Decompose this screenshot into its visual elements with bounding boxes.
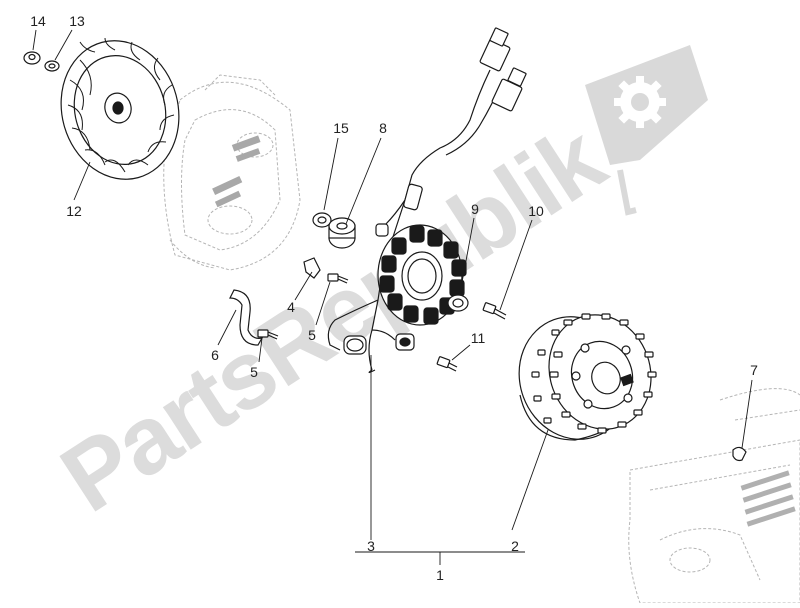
washer-15-part	[312, 212, 332, 228]
washer-10-part	[447, 294, 469, 312]
gear-flag-icon	[585, 45, 708, 216]
cooling-fan-part	[60, 37, 180, 180]
callout-2: 2	[511, 538, 519, 554]
nut-part	[23, 51, 41, 65]
harness-connector-upper	[479, 27, 527, 112]
pulser-coil-part	[343, 333, 415, 355]
callout-5-upper: 5	[308, 327, 316, 343]
engine-block-fins	[740, 470, 796, 527]
callout-15: 15	[333, 120, 349, 136]
callout-6: 6	[211, 347, 219, 363]
clip-part	[229, 289, 264, 346]
callout-3: 3	[367, 538, 375, 554]
callout-13: 13	[69, 13, 85, 29]
screw-lower-part	[257, 329, 279, 340]
callout-7: 7	[750, 362, 758, 378]
leader-lines	[32, 29, 753, 565]
callout-8: 8	[379, 120, 387, 136]
callout-1: 1	[436, 567, 444, 583]
washer-part	[44, 60, 60, 72]
callout-11: 11	[471, 330, 486, 346]
flywheel-rotor-part	[518, 313, 657, 441]
callout-10: 10	[528, 203, 544, 219]
engine-case-ghost	[163, 74, 301, 271]
woodruff-key-part	[732, 446, 747, 462]
callout-5-lower: 5	[250, 364, 258, 380]
grommet-part	[328, 217, 356, 249]
engine-case-vents	[212, 135, 261, 208]
harness-sleeve	[375, 183, 423, 237]
stator-part	[377, 224, 467, 326]
engine-block-ghost	[628, 388, 800, 604]
callout-12: 12	[66, 203, 82, 219]
screw-10-part	[482, 302, 507, 320]
screw-11-part	[436, 356, 458, 372]
bracket-part	[303, 257, 321, 279]
screw-upper-part	[327, 273, 349, 284]
callout-4: 4	[287, 299, 295, 315]
callout-14: 14	[30, 13, 46, 29]
callout-9: 9	[471, 201, 479, 217]
callout-labels: 14 13 12 15 8 9 10 4 5 11 6 5 7 3 2 1	[30, 13, 758, 583]
